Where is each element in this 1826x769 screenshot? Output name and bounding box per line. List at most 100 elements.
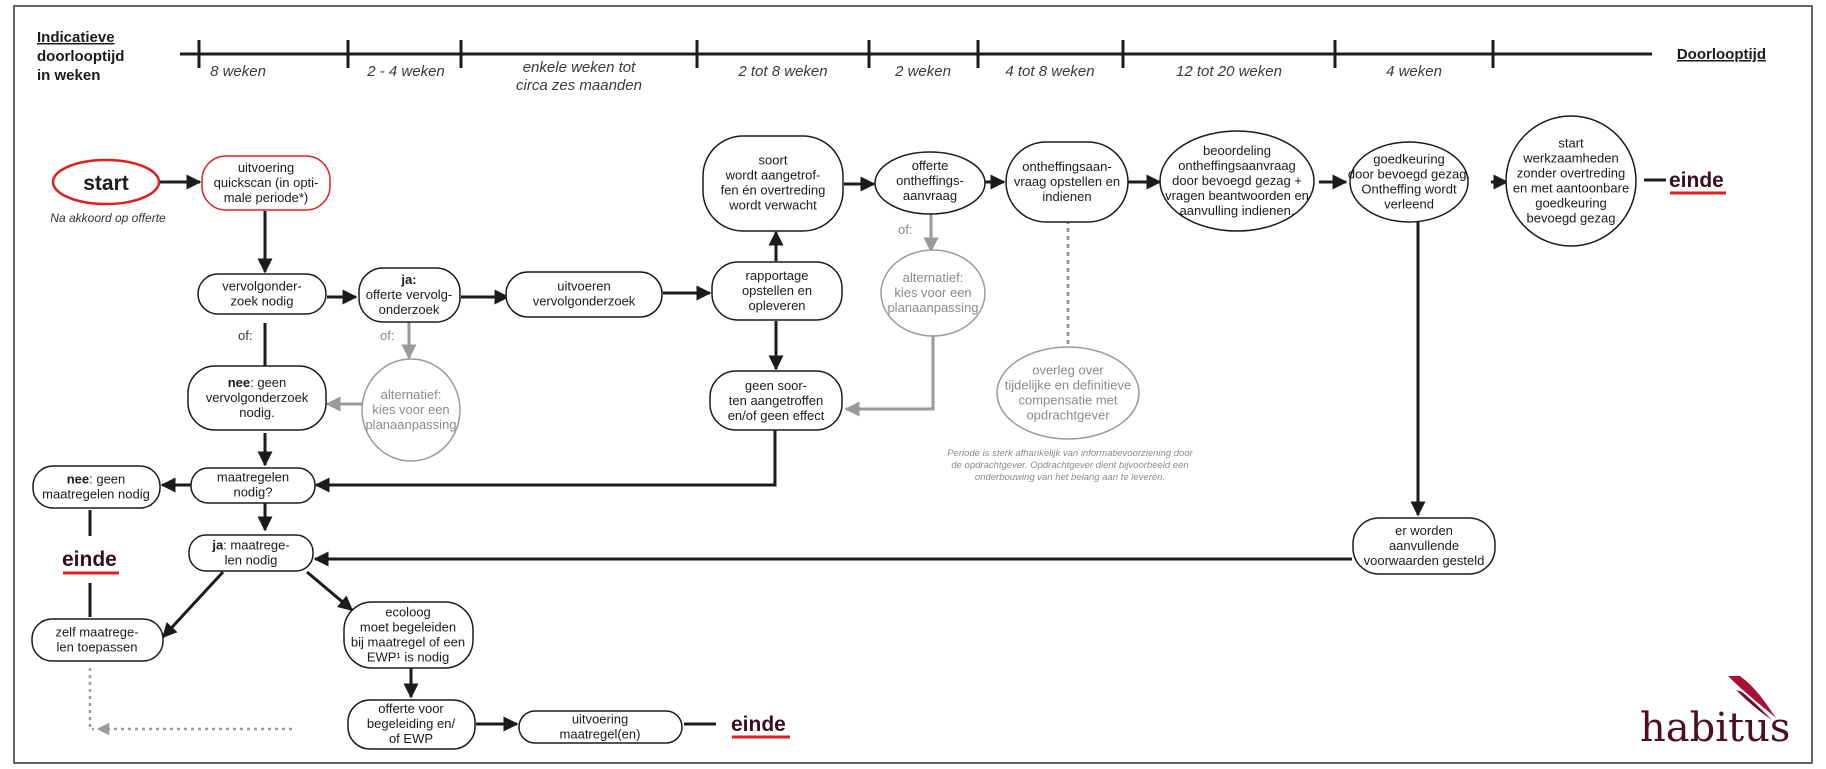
ja-offerte-line-1: ja: bbox=[400, 272, 416, 287]
duration-label-4: 2 tot 8 weken bbox=[737, 63, 827, 80]
node-vervolgonderzoek-nodig: vervolgonder-zoek nodig bbox=[197, 273, 327, 315]
goedkeuring-line-1: goedkeuring bbox=[1373, 152, 1445, 167]
ja-offerte-line-2: offerte vervolg- bbox=[366, 287, 452, 302]
nee-geen-vervolg-line-3: nodig. bbox=[239, 405, 274, 420]
nee-geen-maatregelen-line-2: maatregelen nodig bbox=[42, 487, 150, 502]
timeline-header: Indicatieve doorlooptijd in weken Doorlo… bbox=[37, 29, 1766, 94]
header-title-line-2: doorlooptijd bbox=[37, 48, 124, 65]
ecoloog-line-1: ecoloog bbox=[385, 605, 431, 620]
offerte-begeleiding-line-3: of EWP bbox=[389, 731, 433, 746]
zelf-maatregelen-line-2: len toepassen bbox=[57, 640, 138, 655]
of-label-2: of: bbox=[380, 328, 394, 343]
svg-text:ontheffingsaan-vraag opstellen: ontheffingsaan-vraag opstellen enindiene… bbox=[1014, 159, 1120, 204]
alt1-line-1: alternatief: bbox=[381, 387, 442, 402]
ja-maatregelen-line-1: ja: maatrege- bbox=[211, 538, 289, 553]
of-label-1: of: bbox=[238, 328, 252, 343]
start-note: Na akkoord op offerte bbox=[50, 211, 166, 225]
aanvullende-line-2: aanvullende bbox=[1389, 538, 1459, 553]
node-start: start bbox=[51, 158, 161, 206]
uitvoering-maatregel-line-1: uitvoering bbox=[572, 712, 628, 727]
start-werk-line-5: goedkeuring bbox=[1535, 196, 1607, 211]
periode-note-line-2: de opdrachtgever. Opdrachtgever dient bi… bbox=[951, 460, 1188, 471]
alt2-line-1: alternatief: bbox=[903, 270, 964, 285]
vervolg-nodig-line-2: zoek nodig bbox=[231, 294, 294, 309]
duration-label-7: 12 tot 20 weken bbox=[1176, 63, 1282, 80]
nee-geen-vervolg-line-2: vervolgonderzoek bbox=[206, 390, 309, 405]
svg-text:Indicatieve: Indicatieve bbox=[37, 29, 115, 46]
nee-geen-maatregelen-line-1: nee: geen bbox=[67, 472, 126, 487]
geen-soorten-line-1: geen soor- bbox=[745, 378, 807, 393]
einde-2: einde bbox=[62, 548, 119, 575]
goedkeuring-line-4: verleend bbox=[1384, 197, 1434, 212]
maatregelen-nodig-line-2: nodig? bbox=[233, 485, 272, 500]
ecoloog-line-2: moet begeleiden bbox=[360, 620, 456, 635]
ja-offerte-line-3: onderzoek bbox=[379, 302, 440, 317]
rapportage-line-1: rapportage bbox=[746, 268, 809, 283]
of-label-3: of: bbox=[898, 222, 912, 237]
periode-note-line-3: onderbouwing van het belang aan te lever… bbox=[975, 472, 1165, 483]
duration-label-1-line-1: 8 weken bbox=[210, 63, 266, 80]
uitvoeren-vervolg-line-2: vervolgonderzoek bbox=[533, 294, 636, 309]
svg-text:ja: maatrege-len nodig: ja: maatrege-len nodig bbox=[211, 538, 289, 568]
einde-3-label: einde bbox=[731, 713, 786, 736]
svg-text:ja:offerte vervolg-onderzoek: ja:offerte vervolg-onderzoek bbox=[366, 272, 452, 317]
uitvoeren-vervolg-line-1: uitvoeren bbox=[557, 279, 610, 294]
overleg-line-2: tijdelijke en definitieve bbox=[1005, 378, 1131, 393]
zelf-maatregelen-line-1: zelf maatrege- bbox=[55, 625, 138, 640]
quickscan-line-1: uitvoering bbox=[238, 160, 294, 175]
duration-label-8-line-1: 4 weken bbox=[1386, 63, 1442, 80]
overleg-line-4: opdrachtgever bbox=[1026, 408, 1110, 423]
duration-label-5: 2 weken bbox=[894, 63, 951, 80]
alt2-line-3: planaanpassing bbox=[887, 300, 978, 315]
soort-aangetroffen-line-2: wordt aangetrof- bbox=[725, 168, 821, 183]
offerte-begeleiding-line-2: begeleiding en/ bbox=[367, 716, 456, 731]
duration-label-8: 4 weken bbox=[1386, 63, 1442, 80]
soort-aangetroffen-line-4: wordt verwacht bbox=[728, 198, 817, 213]
aanvullende-line-3: voorwaarden gesteld bbox=[1364, 553, 1485, 568]
rapportage-line-3: opleveren bbox=[748, 298, 805, 313]
nee-geen-vervolg-line-1: nee: geen bbox=[228, 375, 287, 390]
geen-soorten-line-3: en/of geen effect bbox=[728, 408, 825, 423]
logo-text: habitus bbox=[1640, 705, 1790, 751]
timeline-ticks bbox=[197, 40, 1495, 68]
start-werk-line-4: en met aantoonbare bbox=[1513, 181, 1629, 196]
start-werk-line-2: werkzaamheden bbox=[1522, 151, 1618, 166]
alt1-line-2: kies voor een bbox=[372, 402, 449, 417]
aanvullende-line-1: er worden bbox=[1395, 523, 1453, 538]
soort-aangetroffen-line-3: fen én overtreding bbox=[721, 183, 826, 198]
geen-soorten-line-2: ten aangetroffen bbox=[729, 393, 823, 408]
svg-text:zelf maatrege-len toepassen: zelf maatrege-len toepassen bbox=[55, 625, 138, 655]
svg-text:vervolgonder-zoek nodig: vervolgonder-zoek nodig bbox=[222, 279, 302, 309]
quickscan-line-2: quickscan (in opti- bbox=[214, 175, 319, 190]
periode-note-line-1: Periode is sterk afhankelijk van informa… bbox=[947, 448, 1193, 459]
ecoloog-line-3: bij maatregel of een bbox=[351, 635, 465, 650]
duration-label-2-line-1: 2 - 4 weken bbox=[366, 63, 445, 80]
